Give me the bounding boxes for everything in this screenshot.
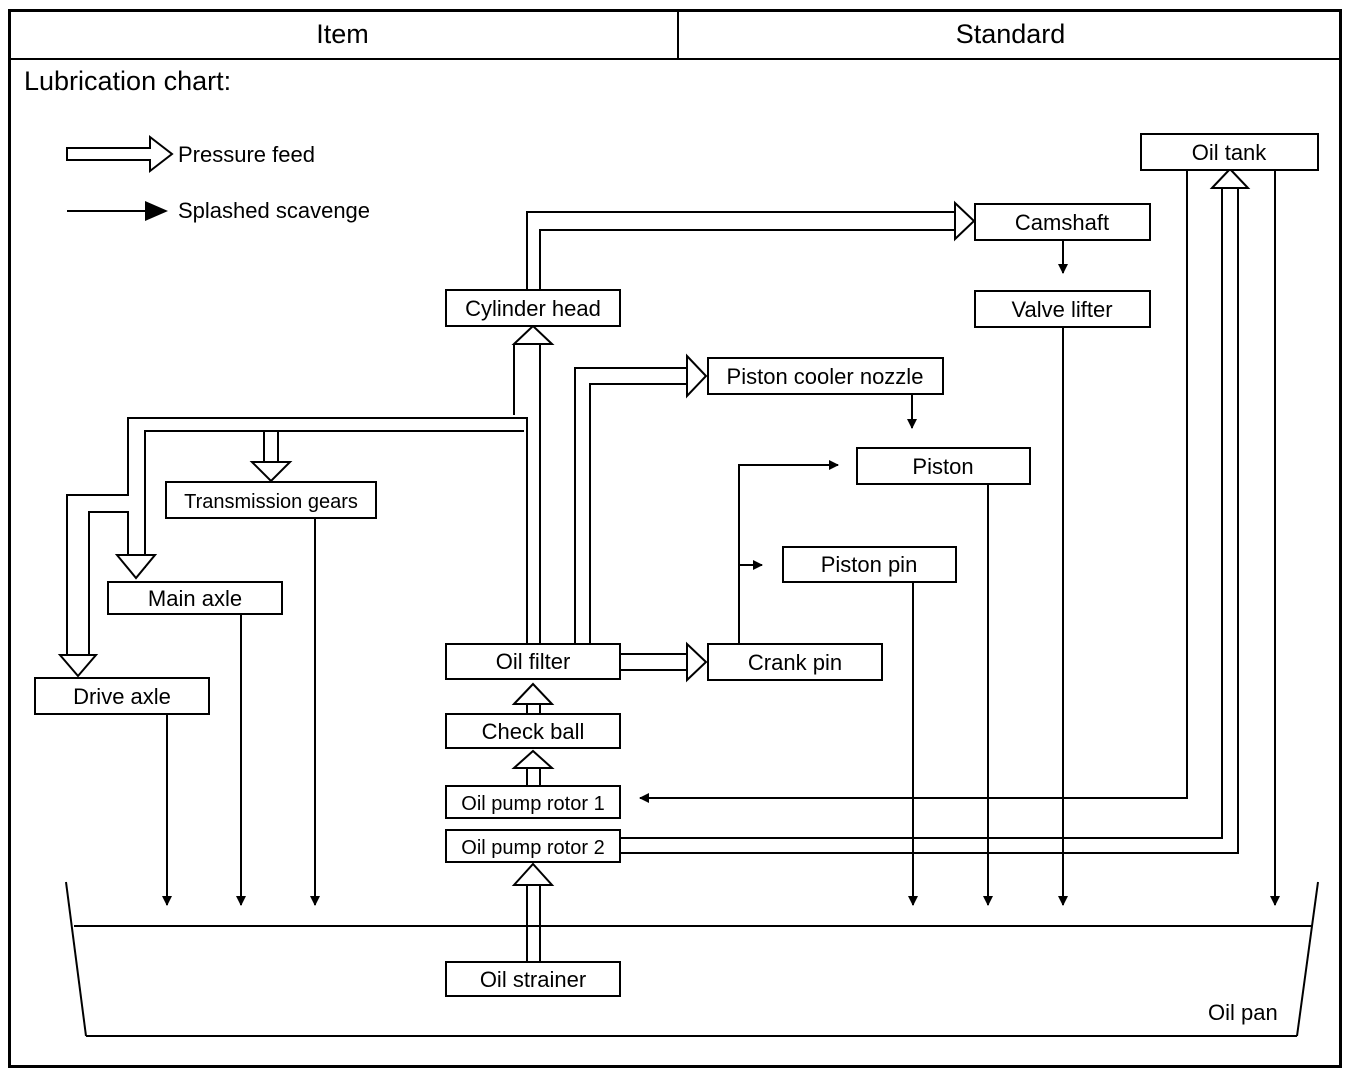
piston-pin-box [782,546,957,583]
oil-filter-label: Oil filter [496,649,571,674]
item-column-header: Item [316,19,369,49]
oil-tank-label: Oil tank [1192,140,1268,165]
transmission-gears-label: Transmission gears [184,491,358,513]
piston-box [856,447,1031,485]
chart-title: Lubrication chart: [24,66,232,96]
oil-pump-rotor-2-box [445,829,621,863]
legend-pressure-feed-label: Pressure feed [178,142,315,167]
oil-pump-rotor-1-box [445,785,621,819]
main-axle-box [107,581,283,615]
legend-splashed-scavenge-label: Splashed scavenge [178,198,370,223]
main-axle-label: Main axle [148,586,242,611]
oil-pump-rotor-1-label: Oil pump rotor 1 [461,793,604,815]
check-ball-box [445,713,621,749]
piston-cooler-nozzle-label: Piston cooler nozzle [727,364,924,389]
standard-column-header: Standard [955,19,1066,49]
oil-pan-label: Oil pan [1208,1000,1278,1025]
drive-axle-label: Drive axle [73,684,171,709]
valve-lifter-label: Valve lifter [1011,297,1112,322]
piston-cooler-nozzle-box [707,357,944,395]
oil-strainer-box [445,961,621,997]
valve-lifter-box [974,290,1151,328]
transmission-gears-box [165,481,377,519]
splashed-scavenge-lines [162,170,1280,906]
camshaft-label: Camshaft [1015,210,1109,235]
table-frame [8,9,1342,1068]
oil-tank-box [1140,133,1319,171]
oil-filter-box [445,643,621,680]
legend-splashed-scavenge-arrow [67,201,168,221]
piston-pin-label: Piston pin [821,552,918,577]
crank-pin-box [707,643,883,681]
legend-pressure-feed-arrow [66,134,174,174]
camshaft-box [974,203,1151,241]
cylinder-head-label: Cylinder head [465,296,601,321]
drive-axle-box [34,677,210,715]
cylinder-head-box [445,289,621,327]
crank-pin-label: Crank pin [748,650,842,675]
piston-label: Piston [912,454,973,479]
column-divider [677,9,679,59]
oil-pan [65,881,1319,1037]
check-ball-label: Check ball [482,719,585,744]
pressure-feed-pipes [66,188,1239,962]
header-divider [8,58,1342,60]
oil-pump-rotor-2-label: Oil pump rotor 2 [461,837,604,859]
pressure-feed-arrowheads [57,167,1251,886]
oil-strainer-label: Oil strainer [480,967,586,992]
